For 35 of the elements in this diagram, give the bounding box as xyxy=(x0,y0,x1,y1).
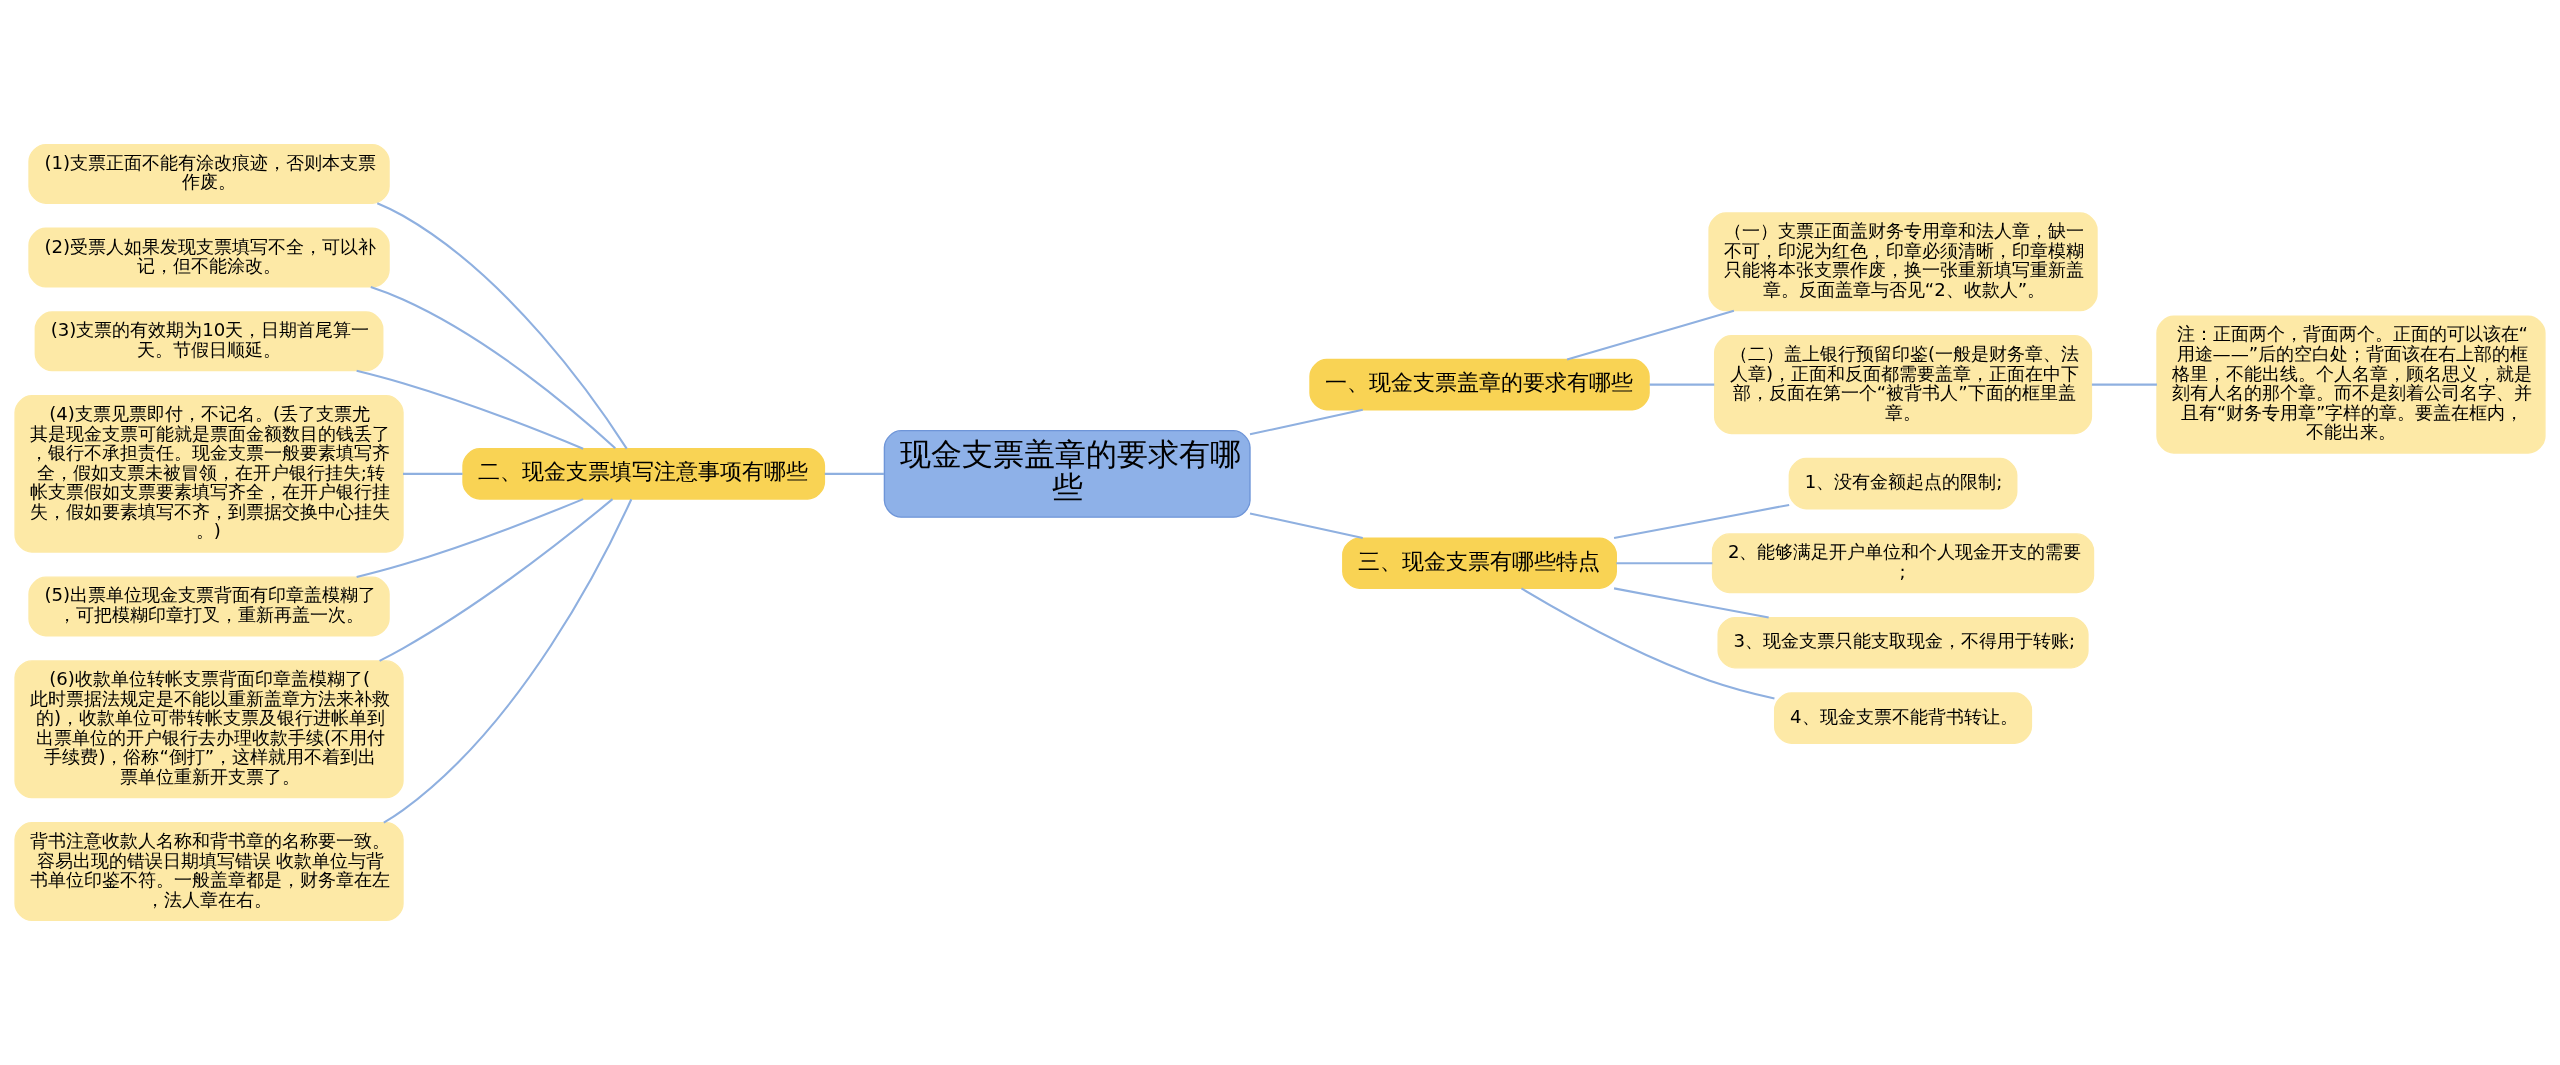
connector xyxy=(376,202,628,450)
node-box: （一）支票正面盖财务专用章和法人章，缺一不可，印泥为红色，印章必须清晰，印章模糊只能将本张支票作废，换一张重新填写重新盖章。反面盖章与否见“2、收款人”。 xyxy=(1708,212,2098,312)
node-box: 背书注意收款人名称和背书章的名称要一致。容易出现的错误日期填写错误 收款单位与背书单位印鉴不符。一般盖章都是，财务章在左，法人章在右。 xyxy=(14,822,404,922)
node-box: (3)支票的有效期为10天，日期首尾算一天。节假日顺延。 xyxy=(34,311,384,372)
node-box: 三、现金支票有哪些特点 xyxy=(1342,537,1617,590)
node-box: 二、现金支票填写注意事项有哪些 xyxy=(462,448,826,500)
node-box: 2、能够满足开户单位和个人现金开支的需要; xyxy=(1711,533,2095,594)
connector xyxy=(1649,383,1715,386)
connector xyxy=(383,498,633,824)
connector xyxy=(1613,503,1790,540)
connector xyxy=(824,472,885,475)
node-box: (1)支票正面不能有涂改痕迹，否则本支票作废。 xyxy=(28,143,390,204)
node-box: 现金支票盖章的要求有哪些 xyxy=(883,429,1251,518)
connector xyxy=(356,498,584,579)
node-box: 注：正面两个，背面两个。正面的可以该在“用途——”后的空白处；背面该在右上部的框格里，不能出线。个人名章，顾名思义，就是刻有人名的那个章。而不是刻着公司名字、并且有“财务专用章”字样的章。要盖在框内，不能出来。 xyxy=(2156,315,2546,454)
connector xyxy=(1616,562,1713,565)
node-box: (6)收款单位转帐支票背面印章盖模糊了(此时票据法规定是不能以重新盖章方法来补救的)，收款单位可带转帐支票及银行进帐单到出票单位的开户银行去办理收款手续(不用付手续费)，俗称“倒打”，这样就用不着到出票单位重新开支票了。 xyxy=(14,660,404,799)
node-box: (4)支票见票即付，不记名。(丢了支票尤其是现金支票可能就是票面金额数目的钱丢了，银行不承担责任。现金支票一般要素填写齐全，假如支票未被冒领，在开户银行挂失;转帐支票假如支票要素填写齐全，在开户银行挂失，假如要素填写不齐，到票据交换中心挂失。) xyxy=(14,395,404,553)
node-box: 1、没有金额起点的限制; xyxy=(1788,457,2018,510)
node-box: (5)出票单位现金支票背面有印章盖模糊了，可把模糊印章打叉，重新再盖一次。 xyxy=(28,576,390,637)
connector xyxy=(1249,512,1363,540)
connector xyxy=(403,472,463,475)
node-box: 一、现金支票盖章的要求有哪些 xyxy=(1309,358,1650,411)
connector xyxy=(370,286,616,449)
node-box: 4、现金支票不能背书转让。 xyxy=(1773,692,2033,744)
connector xyxy=(2091,383,2157,386)
connector xyxy=(1566,309,1735,361)
connector xyxy=(1613,587,1769,619)
node-box: (2)受票人如果发现支票填写不全，可以补记，但不能涂改。 xyxy=(28,227,390,288)
connector xyxy=(1520,587,1775,700)
connector xyxy=(379,498,614,662)
node-box: （二）盖上银行预留印鉴(一般是财务章、法人章)，正面和反面都需要盖章，正面在中下部，反面在第一个“被背书人”下面的框里盖章。 xyxy=(1713,335,2093,435)
connector xyxy=(356,369,584,450)
connector xyxy=(1249,408,1363,436)
node-box: 3、现金支票只能支取现金，不得用于转账; xyxy=(1717,616,2089,669)
